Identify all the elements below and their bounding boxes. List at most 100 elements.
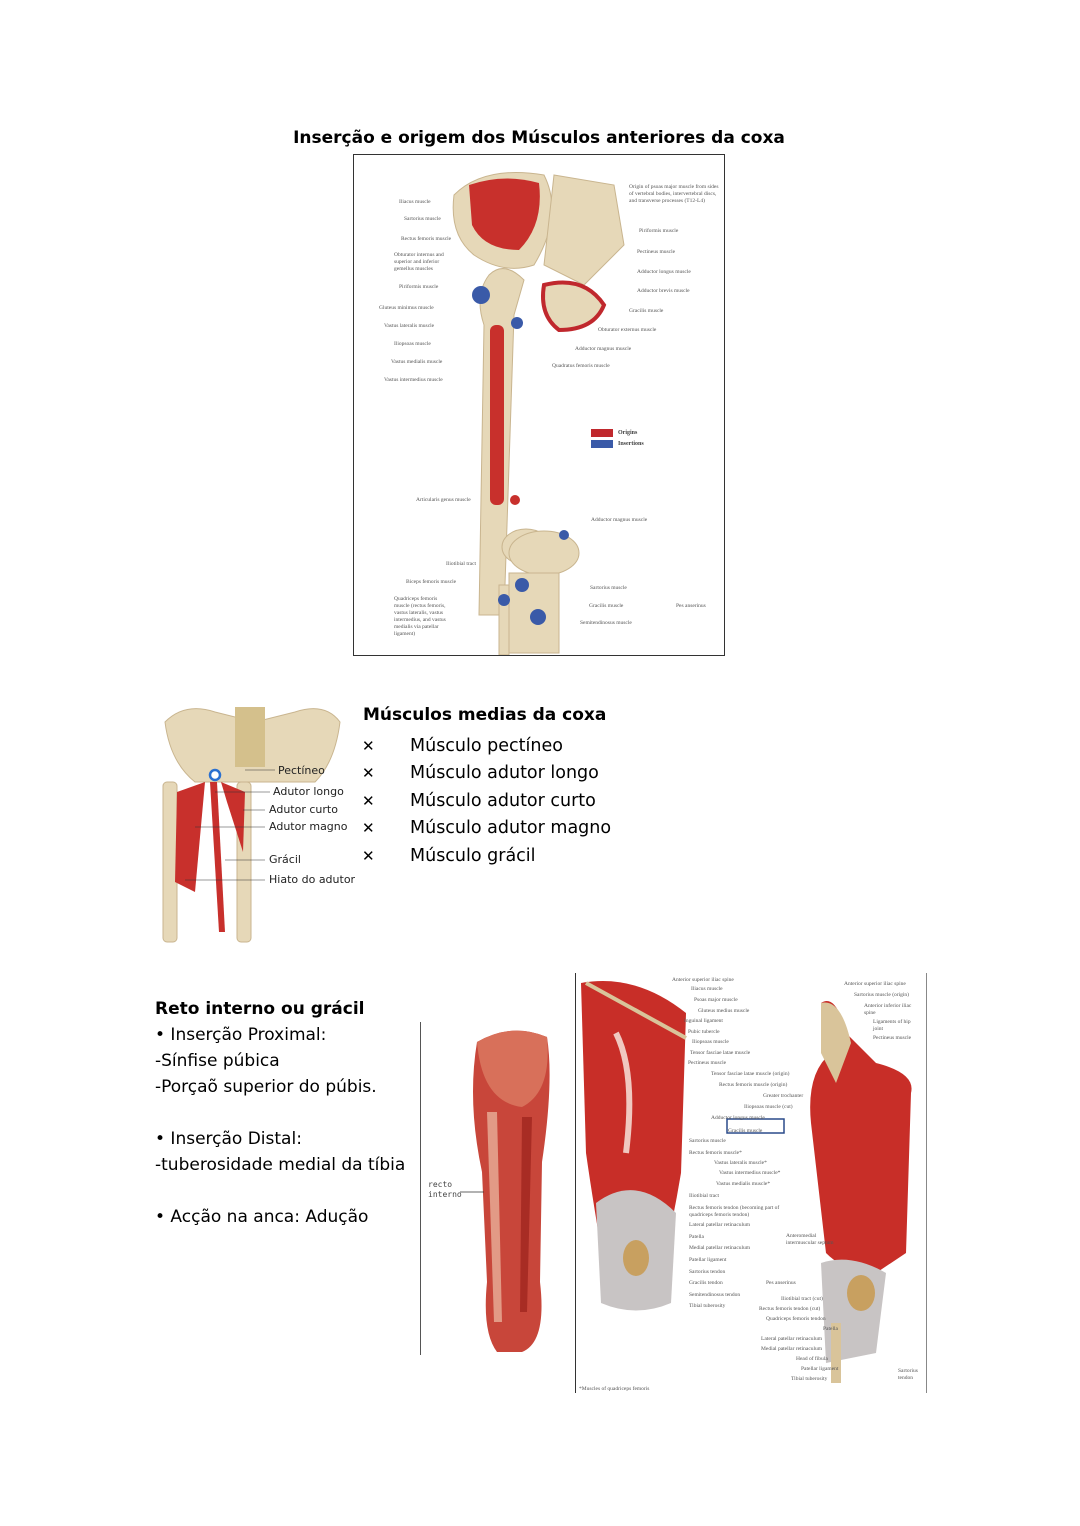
pelvis-legs-illustration bbox=[162, 707, 341, 943]
figure-label: Patellar ligament bbox=[689, 1257, 727, 1263]
figure-label: Iliotibial tract bbox=[446, 561, 477, 567]
figure-label: Pes anserinus bbox=[766, 1280, 796, 1286]
figure-label: Medial patellar retinaculum bbox=[689, 1245, 751, 1251]
gracilis-description: • Inserção Proximal: -Sínfise púbica -Po… bbox=[155, 1025, 406, 1227]
origins-swatch bbox=[591, 428, 613, 437]
figure-label: Rectus femoris tendon (becoming part of … bbox=[689, 1205, 780, 1218]
figure-label: Iliopsoas muscle bbox=[394, 341, 431, 347]
figure-label: Sartorius tendon bbox=[898, 1368, 918, 1381]
figure-label: Sartorius muscle bbox=[590, 585, 627, 591]
x-mark-icon: ✕ bbox=[362, 819, 375, 838]
figure-label: Greater trochanter bbox=[763, 1093, 804, 1099]
thigh-illustration bbox=[460, 1030, 550, 1352]
figure-label: Vastus lateralis muscle* bbox=[714, 1160, 767, 1166]
figure-label: Gracilis tendon bbox=[689, 1280, 723, 1286]
figure-label: Semitendinosus muscle bbox=[580, 620, 632, 626]
figure-label: Tensor fasciae latae muscle bbox=[690, 1050, 751, 1056]
figure-label: Lateral patellar retinaculum bbox=[761, 1336, 823, 1342]
label-adutor-longo: Adutor longo bbox=[273, 785, 344, 798]
figure-label: Gracilis muscle bbox=[728, 1128, 763, 1134]
figure-label: Gracilis muscle bbox=[589, 603, 624, 609]
figure-divider bbox=[420, 1022, 421, 1355]
x-mark-icon: ✕ bbox=[362, 791, 375, 810]
figure-label: Pectineus muscle bbox=[873, 1035, 912, 1041]
figure-label: Patella bbox=[823, 1326, 838, 1332]
figure-label: Iliacus muscle bbox=[691, 986, 723, 992]
section-heading-gracilis: Reto interno ou grácil bbox=[155, 999, 365, 1019]
figure-label: Iliotibial tract (cut) bbox=[781, 1296, 823, 1302]
figure-label: Pes anserinus bbox=[676, 603, 706, 609]
figure-label: Iliacus muscle bbox=[399, 199, 431, 205]
figure-label: Gluteus medius muscle bbox=[698, 1008, 750, 1014]
figure-label: Sartorius muscle bbox=[404, 216, 441, 222]
figure-label: Tibial tuberosity bbox=[791, 1376, 828, 1382]
label-gracil: Grácil bbox=[269, 853, 301, 866]
figure-label: Tibial tuberosity bbox=[689, 1303, 726, 1309]
figure-label: Ligaments of hip joint bbox=[873, 1019, 911, 1032]
figure-label: Vastus medialis muscle* bbox=[716, 1181, 771, 1187]
insertions-swatch bbox=[591, 439, 613, 448]
thigh-muscles-illustration bbox=[581, 981, 912, 1383]
label-adutor-curto: Adutor curto bbox=[269, 803, 338, 816]
figure-label: Rectus femoris muscle (origin) bbox=[719, 1082, 788, 1088]
label-pectineo: Pectíneo bbox=[278, 764, 325, 777]
section-heading-medial-muscles: Músculos medias da coxa bbox=[363, 705, 607, 725]
figure-label: Adductor magnus muscle bbox=[591, 517, 648, 523]
figure-label: Articularis genus muscle bbox=[416, 497, 471, 503]
list-item: ✕Músculo grácil bbox=[362, 845, 536, 866]
figure-label: Rectus femoris muscle bbox=[401, 236, 452, 242]
figure-label: Origin of psoas major muscle from sides … bbox=[629, 184, 719, 204]
figure-label: Anterior superior iliac spine bbox=[844, 981, 906, 987]
figure-label: Anterior superior iliac spine bbox=[672, 977, 734, 983]
figure-label: Adductor longus muscle bbox=[637, 269, 691, 275]
figure-label: Biceps femoris muscle bbox=[406, 579, 457, 585]
list-item: ✕Músculo pectíneo bbox=[362, 735, 563, 756]
figure-label: Iliopsoas muscle bbox=[692, 1039, 729, 1045]
figure-label: Quadriceps femoris muscle (rectus femori… bbox=[394, 596, 446, 637]
figure-label: Anteromedial intermuscular septum bbox=[786, 1233, 834, 1246]
legend: Origins Insertions bbox=[591, 427, 644, 449]
figure-label: Obturator externus muscle bbox=[598, 327, 657, 333]
legend-item-insertions: Insertions bbox=[591, 438, 644, 449]
figure-label: Pectineus muscle bbox=[637, 249, 676, 255]
figure-label: Vastus lateralis muscle bbox=[384, 323, 435, 329]
x-mark-icon: ✕ bbox=[362, 736, 375, 755]
label-hiato-do-adutor: Hiato do adutor bbox=[269, 873, 355, 886]
gracilis-highlight-box bbox=[726, 1118, 785, 1134]
figure-label: Iliotibial tract bbox=[689, 1193, 720, 1199]
figure-label: Quadriceps femoris tendon bbox=[766, 1316, 826, 1322]
figure-label: Head of fibula bbox=[796, 1356, 828, 1362]
figure-label: Rectus femoris muscle* bbox=[689, 1150, 742, 1156]
medial-muscles-list: ✕Músculo pectíneo ✕Músculo adutor longo … bbox=[362, 732, 611, 870]
figure-label: Piriformis muscle bbox=[639, 228, 679, 234]
figure-label: Piriformis muscle bbox=[399, 284, 439, 290]
figure-medial-thigh-muscles: Pectíneo Adutor longo Adutor curto Aduto… bbox=[155, 702, 355, 944]
figure-label: Adductor longus muscle bbox=[711, 1115, 765, 1121]
figure-label: Pectineus muscle bbox=[688, 1060, 727, 1066]
figure-label: Rectus femoris tendon (cut) bbox=[759, 1306, 821, 1312]
figure-label: Vastus intermedius muscle bbox=[384, 377, 443, 383]
page-title: Inserção e origem dos Músculos anteriore… bbox=[293, 128, 785, 148]
figure-label: Adductor brevis muscle bbox=[637, 288, 690, 294]
figure-label: Semitendinosus tendon bbox=[689, 1292, 741, 1298]
figure-label: Psoas major muscle bbox=[694, 997, 738, 1003]
list-item: ✕Músculo adutor longo bbox=[362, 763, 599, 784]
figure-label: Sartorius muscle (origin) bbox=[854, 992, 909, 998]
list-item: ✕Músculo adutor curto bbox=[362, 790, 596, 811]
label-recto-interno: recto interno bbox=[428, 1180, 462, 1199]
figure-label: Sartorius tendon bbox=[689, 1269, 726, 1275]
figure-caption: *Muscles of quadriceps femoris bbox=[579, 1386, 650, 1392]
figure-label: Medial patellar retinaculum bbox=[761, 1346, 823, 1352]
figure-label: Obturator internus and superior and infe… bbox=[394, 252, 444, 272]
legend-item-origins: Origins bbox=[591, 427, 644, 438]
figure-label: Gracilis muscle bbox=[629, 308, 664, 314]
figure-label: Iliopsoas muscle (cut) bbox=[744, 1104, 793, 1110]
label-adutor-magno: Adutor magno bbox=[269, 820, 348, 833]
figure-label: Inguinal ligament bbox=[684, 1018, 723, 1024]
femur-pelvis-illustration bbox=[452, 172, 625, 655]
x-mark-icon: ✕ bbox=[362, 764, 375, 783]
list-item: ✕Músculo adutor magno bbox=[362, 818, 612, 839]
figure-label: Pubic tubercle bbox=[688, 1029, 720, 1035]
